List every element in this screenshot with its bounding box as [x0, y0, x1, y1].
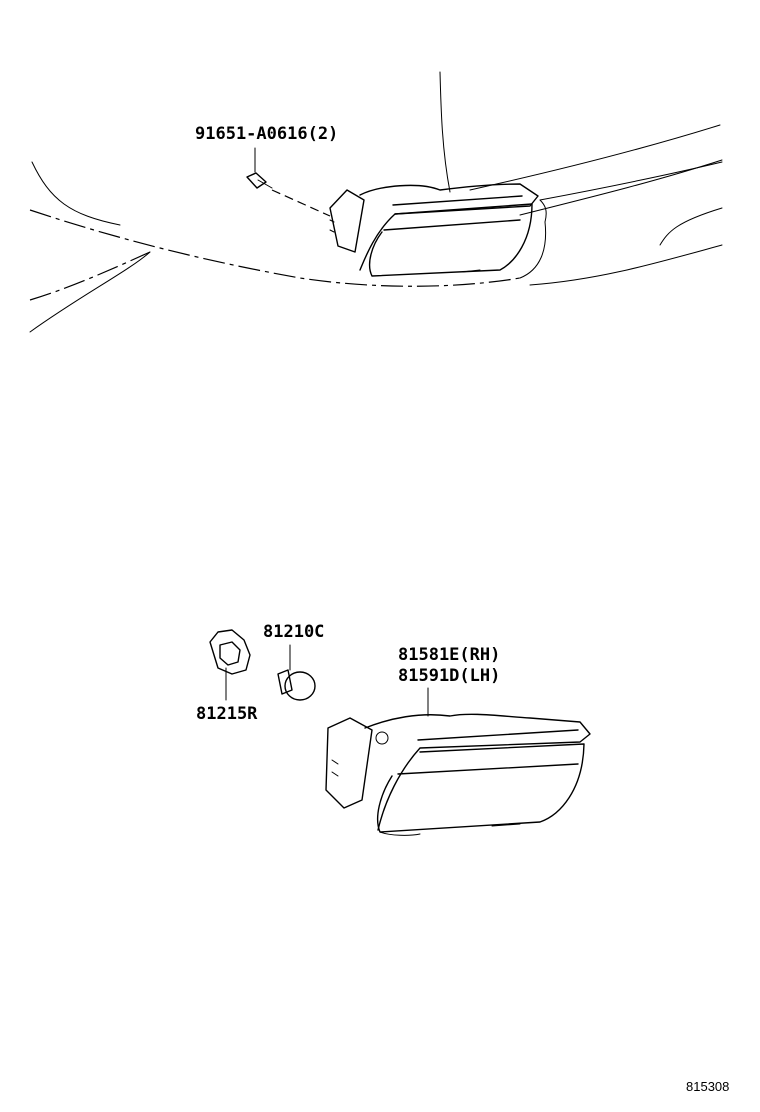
- socket-part-number: 81215R: [196, 704, 258, 724]
- bulb-drawing: [277, 644, 316, 701]
- installed-fog-lamp: [329, 183, 539, 277]
- bumper-assembly-drawing: [29, 71, 723, 333]
- screw-drawing: [246, 147, 331, 217]
- fog-lamp-drawing: [325, 687, 591, 836]
- bulb-socket-drawing: [209, 629, 251, 701]
- fog-lamp-rh-part-number: 81581E(RH): [398, 645, 500, 665]
- bulb-part-number: 81210C: [263, 622, 324, 642]
- screw-part-number: 91651-A0616(2): [195, 124, 338, 144]
- figure-code: 815308: [686, 1079, 729, 1094]
- fog-lamp-lh-part-number: 81591D(LH): [398, 666, 500, 686]
